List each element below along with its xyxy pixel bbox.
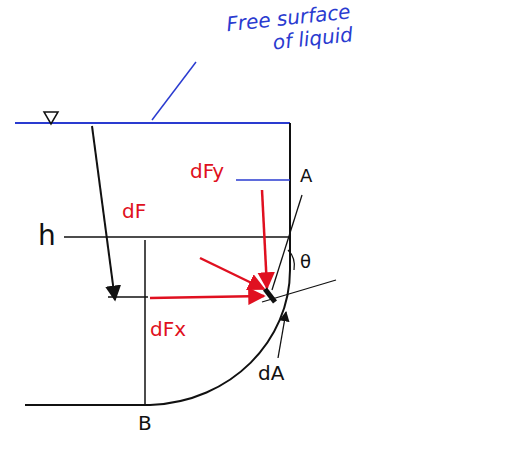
depth-label: h — [38, 220, 56, 252]
projection-line — [236, 179, 290, 181]
bottom-line — [25, 404, 150, 406]
depth-arrow — [92, 126, 115, 300]
leader-line — [152, 62, 196, 120]
projection-line — [108, 296, 148, 298]
free-surface-symbol — [44, 112, 58, 124]
force-label: dFx — [150, 318, 186, 341]
force-arrow — [262, 190, 267, 288]
tangent-line — [262, 280, 336, 302]
area-element — [265, 289, 275, 302]
curved-wall — [150, 123, 290, 405]
projection-line — [144, 240, 146, 405]
force-label: dF — [122, 200, 146, 223]
force-arrow — [200, 258, 264, 289]
area-label: dA — [258, 362, 284, 385]
force-label: dFy — [190, 160, 224, 183]
depth-line — [64, 236, 290, 238]
point-label: B — [138, 412, 152, 435]
free-surface-line — [15, 122, 290, 124]
area-arrow — [278, 312, 286, 358]
angle-label: θ — [300, 252, 311, 273]
point-label: A — [300, 166, 312, 187]
angle-arc — [288, 250, 294, 270]
force-arrow — [150, 296, 264, 298]
free-surface-label: Free surface of liquid — [200, 0, 354, 61]
tangent-line — [272, 195, 302, 290]
